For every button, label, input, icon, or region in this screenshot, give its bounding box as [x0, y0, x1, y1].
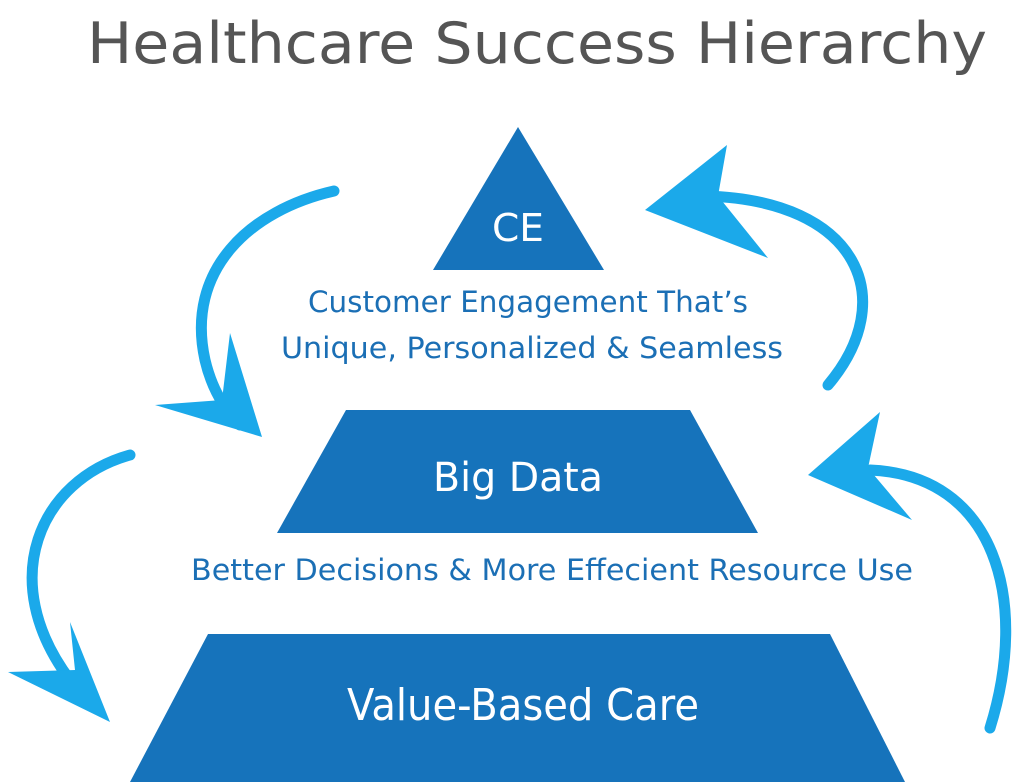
arrow-bottom-left-icon — [8, 449, 136, 722]
tier-big-data-trapezoid — [277, 410, 758, 533]
tier-value-based-care-label: Value-Based Care — [347, 680, 699, 731]
tier-ce-label: CE — [492, 206, 544, 250]
tier-ce-triangle — [433, 127, 604, 270]
caption-customer-engagement-line-2: Unique, Personalized & Seamless — [281, 331, 783, 365]
arrow-top-right-icon — [645, 145, 868, 391]
page-title: Healthcare Success Hierarchy — [87, 11, 987, 77]
caption-better-decisions: Better Decisions & More Effecient Resour… — [191, 553, 913, 587]
tier-value-based-care-trapezoid — [130, 634, 905, 782]
caption-customer-engagement-line-1: Customer Engagement That’s — [308, 285, 748, 319]
arrow-top-left-icon — [155, 185, 340, 437]
arrow-bottom-right-icon — [808, 412, 1012, 734]
tier-big-data-label: Big Data — [433, 455, 603, 501]
